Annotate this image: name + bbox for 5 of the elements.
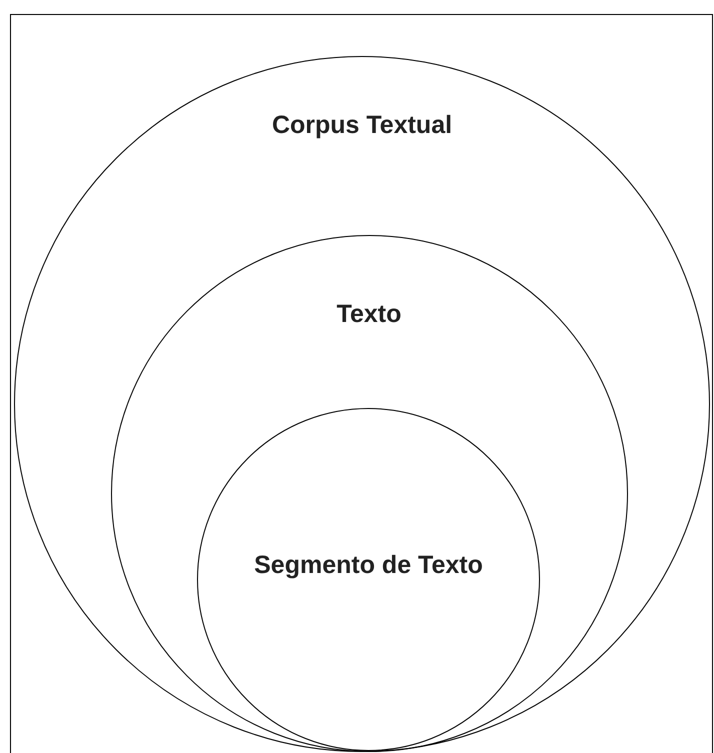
circle-label: Corpus Textual <box>270 110 454 141</box>
circle-region <box>110 234 628 752</box>
circle-label: Texto <box>336 298 402 330</box>
circle-region <box>197 408 540 751</box>
circle-label: Segmento de Texto <box>253 550 484 581</box>
